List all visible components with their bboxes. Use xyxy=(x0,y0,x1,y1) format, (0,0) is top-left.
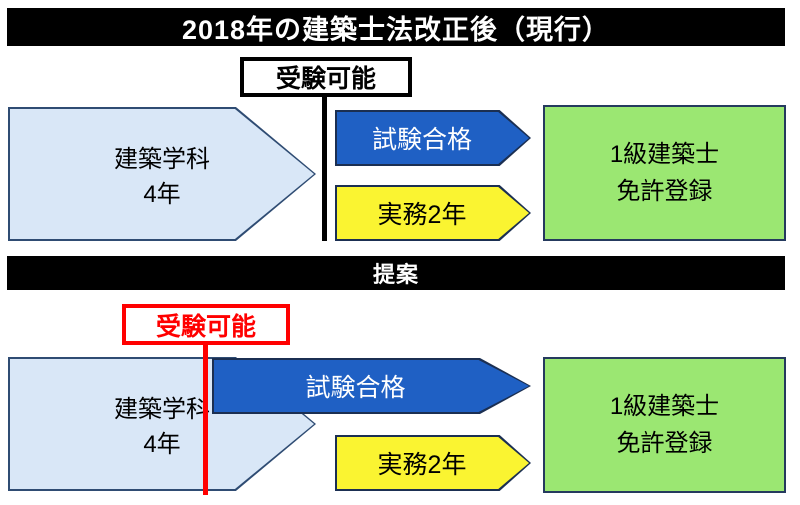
shape-practice-proposal: 実務2年 xyxy=(335,435,531,491)
section-banner-current: 2018年の建築士法改正後（現行） xyxy=(7,8,785,46)
education-line2: 4年 xyxy=(143,431,181,458)
shape-label-group: 実務2年 xyxy=(335,185,531,241)
exam-label: 試験合格 xyxy=(371,126,472,154)
box-license-current: 1級建築士 免許登録 xyxy=(543,105,786,241)
shape-label-group: 試験合格 xyxy=(212,358,531,414)
section-banner-proposal: 提案 xyxy=(7,256,785,290)
practice-label: 実務2年 xyxy=(377,201,467,229)
license-line1: 1級建築士 xyxy=(609,140,720,168)
shape-education-current: 建築学科 4年 xyxy=(8,107,316,241)
callout-exam-eligibility-current: 受験可能 xyxy=(240,57,412,97)
shape-exam-current: 試験合格 xyxy=(335,110,531,166)
box-license-proposal: 1級建築士 免許登録 xyxy=(543,357,786,493)
education-line1: 建築学科 xyxy=(114,396,210,423)
shape-fill xyxy=(337,187,529,239)
practice-label: 実務2年 xyxy=(377,451,467,479)
callout-exam-eligibility-proposal: 受験可能 xyxy=(122,304,290,345)
shape-fill xyxy=(337,112,529,164)
license-line1: 1級建築士 xyxy=(609,392,720,420)
shape-label-group: 実務2年 xyxy=(335,435,531,491)
connector-line-proposal xyxy=(203,343,208,495)
connector-line-current xyxy=(322,95,327,241)
shape-label-group: 建築学科 4年 xyxy=(8,107,316,241)
shape-label-group: 試験合格 xyxy=(335,110,531,166)
license-line2: 免許登録 xyxy=(616,430,713,457)
license-line2: 免許登録 xyxy=(616,178,713,205)
shape-practice-current: 実務2年 xyxy=(335,185,531,241)
shape-exam-proposal: 試験合格 xyxy=(212,358,531,414)
shape-label-group: 建築学科 4年 xyxy=(8,357,316,491)
education-line1: 建築学科 xyxy=(114,146,210,173)
shape-fill xyxy=(214,360,529,412)
exam-label: 試験合格 xyxy=(305,374,406,402)
shape-fill xyxy=(337,437,529,489)
education-line2: 4年 xyxy=(143,181,181,208)
